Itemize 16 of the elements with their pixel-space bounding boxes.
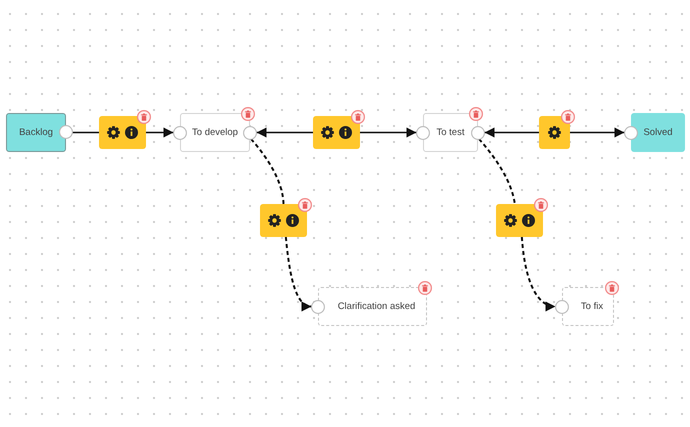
- arrow: [484, 128, 539, 138]
- dashed-connector-line: [478, 138, 516, 204]
- arrow: [570, 128, 624, 138]
- state-label: Clarification asked: [338, 301, 416, 312]
- state-label: Backlog: [19, 127, 53, 138]
- dashed-connector-line: [250, 138, 284, 204]
- arrow: [256, 128, 313, 138]
- state-label: To test: [436, 127, 464, 138]
- state-label: To fix: [580, 301, 604, 312]
- arrow: [360, 128, 416, 138]
- arrow: [146, 128, 174, 138]
- state-label: Solved: [643, 127, 673, 138]
- state-label: To develop: [192, 127, 238, 138]
- dashed-arrow: [520, 236, 556, 310]
- connector-line: [72, 132, 99, 134]
- dashed-arrow: [284, 236, 312, 310]
